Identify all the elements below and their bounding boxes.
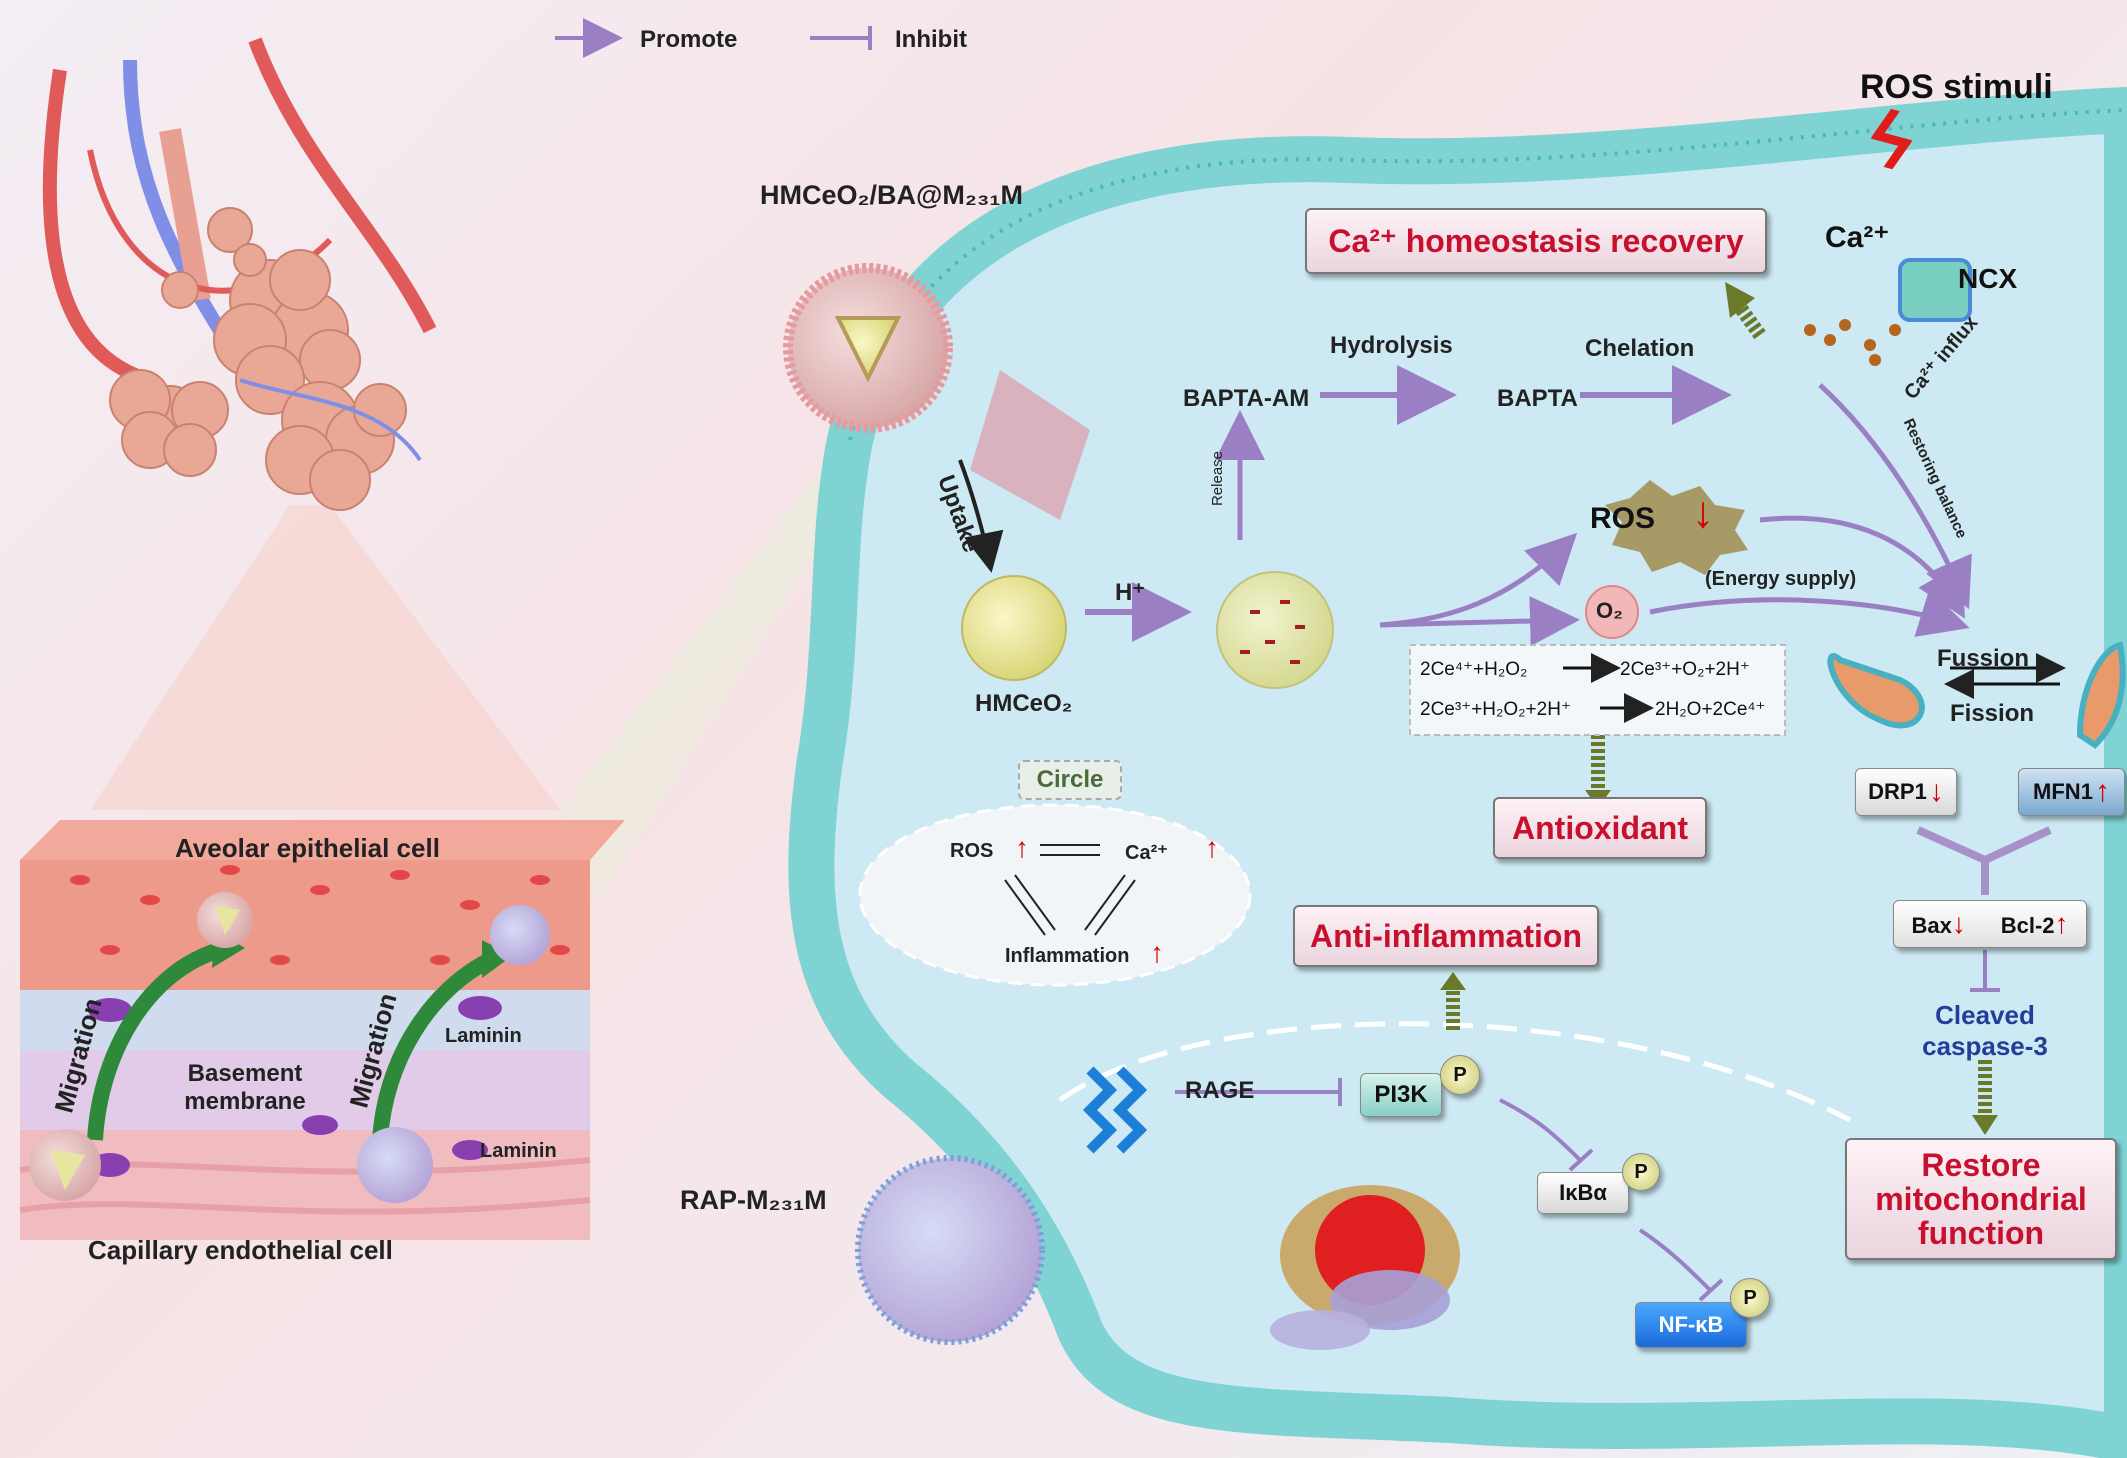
rap-label: RAP-M₂₃₁M [680, 1185, 827, 1215]
h-plus-label: H⁺ [1115, 579, 1145, 606]
ikba-box: IκBα [1537, 1172, 1629, 1214]
pi3k-box: PI3K [1360, 1073, 1442, 1117]
legend-inhibit: Inhibit [895, 26, 967, 53]
ncx-transporter [1898, 258, 1972, 322]
restore-mito-box: Restore mitochondrial function [1845, 1138, 2117, 1260]
hydrolysis-label: Hydrolysis [1330, 332, 1453, 359]
bax-label: Bax [1911, 913, 1952, 938]
mfn1-up: ↑ [2094, 775, 2110, 808]
antioxidant-box: Antioxidant [1493, 797, 1707, 859]
ca2-label: Ca²⁺ [1825, 221, 1890, 254]
energy-supply-label: (Energy supply) [1705, 568, 1857, 590]
drp1-box: DRP1 ↓ [1855, 768, 1957, 816]
basement-label: Basement membrane [184, 1060, 306, 1115]
bcl2-label: Bcl-2 [2000, 913, 2055, 938]
anti-inflammation-box: Anti-inflammation [1293, 905, 1599, 967]
circle-inflammation-up: ↑ [1150, 937, 1164, 968]
circle-title: Circle [1018, 760, 1122, 800]
equation-1-left: 2Ce⁴⁺+H₂O₂ [1420, 659, 1528, 680]
mfn1-label: MFN1 [2033, 779, 2093, 804]
bax-bcl2-box: Bax↓ Bcl-2↑ [1893, 900, 2087, 948]
circle-oval [858, 803, 1252, 987]
ros-burst [1605, 480, 1748, 575]
ca-homeostasis-box: Ca²⁺ homeostasis recovery [1305, 208, 1767, 274]
capillary-label: Capillary endothelial cell [88, 1235, 393, 1265]
fussion-label: Fussion [1937, 645, 2030, 672]
caspase-label: caspase-3 [1922, 1031, 2048, 1061]
bapta-am-label: BAPTA-AM [1183, 385, 1310, 412]
rage-receptor [1082, 1066, 1148, 1154]
laminin-label-1: Laminin [445, 1025, 522, 1047]
cleaved-caspase: Cleaved caspase-3 [1922, 1000, 2048, 1062]
hmceo2-sphere [961, 575, 1067, 681]
rap-particle [855, 1155, 1045, 1345]
restore-line-2: mitochondrial [1875, 1181, 2087, 1217]
ros-stimuli-label: ROS stimuli [1860, 68, 2053, 106]
equation-1-right: 2Ce³⁺+O₂+2H⁺ [1620, 659, 1750, 680]
circle-ros: ROS [950, 840, 994, 862]
cleaved-label: Cleaved [1935, 1000, 2035, 1030]
restore-line-3: function [1917, 1215, 2045, 1251]
ikba-phospho: P [1622, 1153, 1660, 1191]
tissue-block [19, 820, 625, 1240]
legend-promote: Promote [640, 26, 738, 53]
circle-ca2-up: ↑ [1205, 832, 1219, 863]
calcium-ions [1804, 319, 1901, 366]
chelation-label: Chelation [1585, 335, 1695, 362]
mito-fusion [2076, 641, 2126, 749]
circle-ros-up: ↑ [1015, 832, 1029, 863]
release-label: Release [1209, 450, 1227, 507]
equation-2-right: 2H₂O+2Ce⁴⁺ [1655, 699, 1766, 720]
aveolar-label: Aveolar epithelial cell [175, 833, 440, 863]
fission-label: Fission [1950, 700, 2035, 727]
ncx-label: NCX [1958, 263, 2018, 294]
ros-label: ROS [1590, 502, 1656, 535]
hmceo2-ba-label: HMCeO₂/BA@M₂₃₁M [760, 180, 1023, 210]
restore-line-1: Restore [1921, 1147, 2041, 1183]
hmceo2-ba-particle [783, 263, 953, 433]
lung-illustration [42, 37, 437, 511]
circle-ca2: Ca²⁺ [1125, 842, 1168, 864]
nucleus-boundary [1058, 1021, 1852, 1123]
o2-label: O₂ [1596, 598, 1623, 623]
zoom-cone-right [560, 430, 880, 900]
hmceo2-degraded [1216, 571, 1334, 689]
bax-down: ↓ [1951, 908, 1966, 939]
laminin-label-2: Laminin [480, 1140, 557, 1162]
mito-fission [1827, 653, 1925, 729]
zoom-cone [90, 505, 560, 810]
o2-bubble [1585, 585, 1639, 639]
ros-down-arrow: ↓ [1692, 488, 1714, 537]
cell-membrane [788, 86, 2127, 1458]
circle-inflammation: Inflammation [1005, 945, 1130, 967]
bcl2-up: ↑ [2054, 908, 2069, 939]
bapta-label: BAPTA [1497, 385, 1578, 412]
hmceo2-label: HMCeO₂ [975, 690, 1073, 717]
rage-label: RAGE [1185, 1077, 1255, 1104]
drp1-down: ↓ [1928, 775, 1944, 808]
pi3k-phospho: P [1440, 1055, 1480, 1095]
nucleus-structure [1270, 1185, 1460, 1350]
nfkb-box: NF-κB [1635, 1302, 1747, 1348]
mfn1-box: MFN1 ↑ [2018, 768, 2125, 816]
equation-2-left: 2Ce³⁺+H₂O₂+2H⁺ [1420, 699, 1571, 720]
nfkb-phospho: P [1730, 1278, 1770, 1318]
drp1-label: DRP1 [1868, 779, 1927, 804]
